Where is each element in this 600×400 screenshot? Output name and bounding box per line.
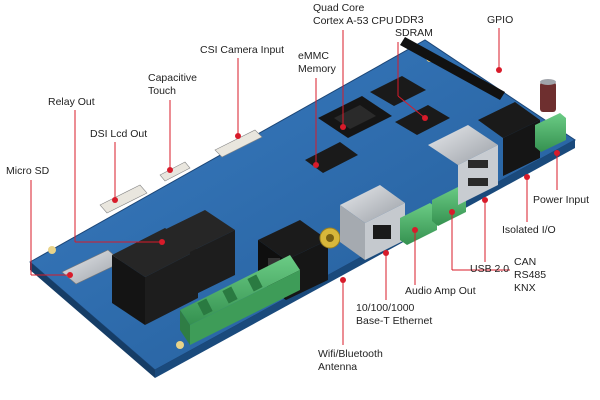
ethernet-jack <box>340 185 405 260</box>
leader-dot-gpio <box>496 67 502 73</box>
mount-hole <box>48 246 56 254</box>
power-terminal <box>535 113 566 152</box>
leader-dot-relay-out <box>159 239 165 245</box>
usb-port <box>428 125 498 205</box>
leader-lines <box>30 28 560 345</box>
label-can-rs485-knx: CAN RS485 KNX <box>514 256 547 294</box>
leader-dot-capacitive-touch <box>167 167 173 173</box>
label-gpio: GPIO <box>487 14 514 26</box>
label-usb-2: USB 2.0 <box>470 263 510 275</box>
label-emmc-memory: eMMC Memory <box>298 50 336 75</box>
label-ethernet: 10/100/1000 Base-T Ethernet <box>356 302 433 327</box>
leader-dot-audio-amp <box>412 227 418 233</box>
csi-camera-connector <box>214 129 263 158</box>
label-power-input: Power Input <box>533 194 590 206</box>
leader-dot-cpu <box>340 124 346 130</box>
label-relay-out: Relay Out <box>48 96 95 108</box>
gpio-header <box>400 37 505 100</box>
label-csi-camera-input: CSI Camera Input <box>200 44 285 56</box>
label-dsi-lcd-out: DSI Lcd Out <box>90 128 148 140</box>
leader-dot-antenna <box>340 277 346 283</box>
label-ddr3-sdram: DDR3 SDRAM <box>395 14 433 39</box>
leader-line-ddr3 <box>397 95 426 119</box>
label-micro-sd: Micro SD <box>6 165 50 177</box>
green-terminal-block-front <box>180 255 300 345</box>
leader-dot-can <box>449 209 455 215</box>
capacitor <box>540 79 556 112</box>
capacitive-touch-connector <box>159 161 191 182</box>
leader-dot-emmc <box>313 162 319 168</box>
leader-dot-dsi-lcd-out <box>112 197 118 203</box>
leader-dot-micro-sd <box>67 272 73 278</box>
leader-dot-ddr3 <box>422 115 428 121</box>
mount-hole <box>176 341 184 349</box>
leader-dot-isolated-io <box>524 174 530 180</box>
label-isolated-io: Isolated I/O <box>502 224 556 236</box>
can-terminal <box>432 186 466 226</box>
audio-amp-terminal <box>400 203 437 245</box>
leader-dot-ethernet <box>383 250 389 256</box>
isolated-io-rj45 <box>478 102 540 176</box>
relays <box>112 210 235 325</box>
label-quad-core-cpu: Quad Core Cortex A-53 CPU <box>313 2 394 27</box>
label-wifi-bluetooth-antenna: Wifi/Bluetooth Antenna <box>318 348 383 373</box>
leader-dot-usb <box>482 197 488 203</box>
label-capacitive-touch: Capacitive Touch <box>148 72 198 97</box>
cpu-chip <box>318 96 392 138</box>
leader-dot-csi-camera <box>235 133 241 139</box>
label-audio-amp-out: Audio Amp Out <box>405 285 476 297</box>
dsi-lcd-connector <box>99 184 148 214</box>
antenna-connector <box>319 227 341 249</box>
leader-dot-power-input <box>554 150 560 156</box>
